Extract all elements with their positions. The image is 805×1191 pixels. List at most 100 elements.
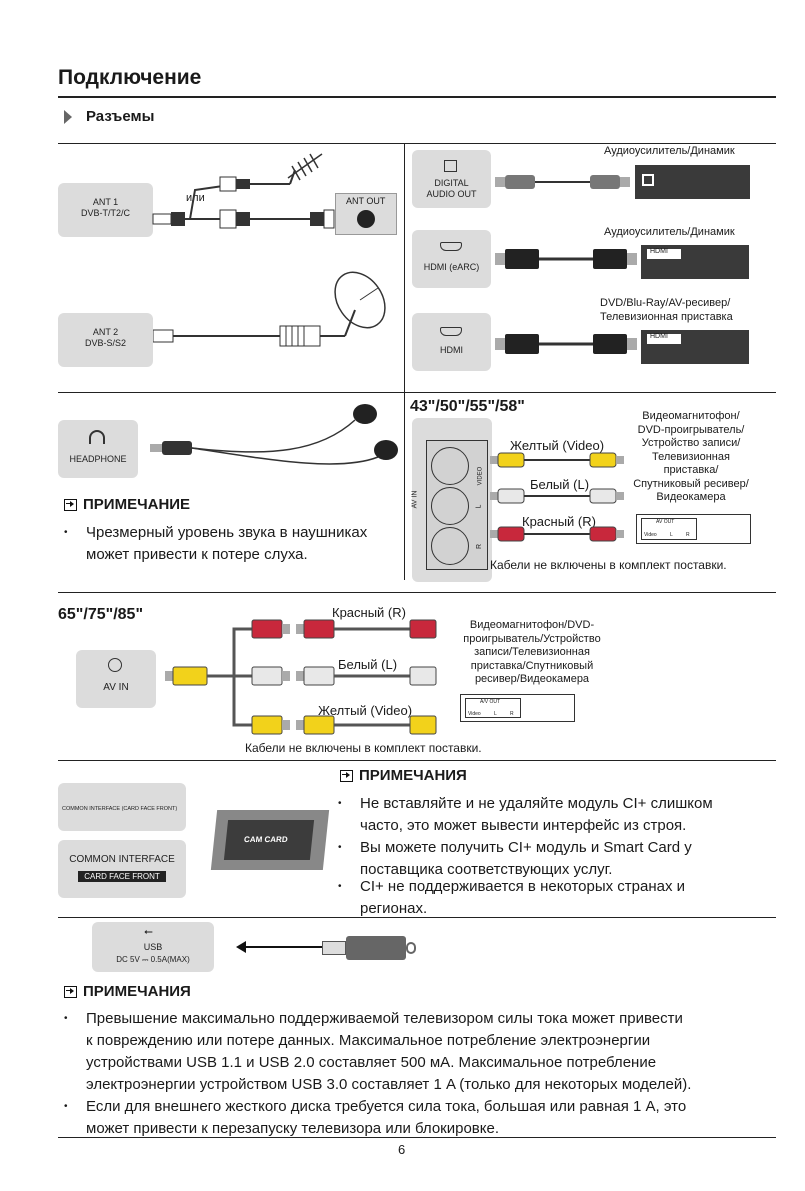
av-large-yellow-label: Желтый (Video) [318, 703, 413, 718]
av-small-l-label: L [475, 504, 483, 509]
note-icon [64, 498, 77, 511]
ci-note-item-2: • Вы можете получить CI+ модуль и Smart … [338, 837, 692, 881]
av-small-video-label: VIDEO [477, 466, 484, 486]
av-small-avout-label: AV OUT [656, 519, 675, 525]
or-label: или [186, 192, 205, 204]
hdmi-earc-cable [495, 245, 749, 279]
av-small-models: 43"/50"/55"/58" [410, 398, 525, 415]
av-small-device-text: Видеомагнитофон/ DVD-проигрыватель/ Устр… [626, 410, 756, 505]
bullet-dot: • [338, 798, 342, 809]
note-icon [340, 769, 353, 782]
av-large-port: AV IN [76, 650, 156, 708]
earphone-cable [150, 404, 398, 465]
av-large-device-text: Видеомагнитофон/DVD- проигрыватель/Устро… [448, 619, 616, 687]
usb-rating: DC 5V ⎓ 0.5A(MAX) [116, 955, 190, 964]
av-large-avout-l: L [494, 711, 497, 717]
ant-out-box: ANT OUT [335, 193, 397, 235]
usb-label: USB [143, 942, 163, 952]
av-large-jack-icon [108, 658, 122, 672]
usb-note-line: к повреждению или потере данных. Максима… [86, 1032, 651, 1049]
ci-note-line: поставщика соответствующих услуг. [360, 861, 613, 878]
headphone-note-item: • Чрезмерный уровень звука в наушниках м… [64, 522, 367, 566]
bullet-dot: • [338, 842, 342, 853]
ant2-line2: DVB-S/S2 [84, 338, 126, 348]
ci-slot-label: COMMON INTERFACE (CARD FACE FRONT) [62, 806, 178, 812]
cam-card-icon: CAM CARD [210, 810, 330, 870]
section-rule [58, 143, 776, 144]
av-small-avout-video: Video [644, 532, 657, 538]
cam-card-inner: CAM CARD [223, 820, 315, 860]
ci-slot-port: COMMON INTERFACE (CARD FACE FRONT) [58, 783, 186, 831]
av-small-device-line: Спутниковый ресивер/ [633, 477, 749, 490]
av-small-device-line: DVD-проигрыватель/ [637, 423, 745, 436]
bullet-dot: • [64, 527, 68, 538]
headphone-note-heading: ПРИМЕЧАНИЕ [83, 496, 191, 513]
block-rule-1 [58, 392, 776, 393]
usb-note-item-1: • Превышение максимально поддерживаемой … [64, 1008, 692, 1096]
block-rule-3 [58, 760, 776, 761]
ci-note-line: CI+ не поддерживается в некоторых страна… [360, 878, 686, 895]
av-large-device-line: записи/Телевизионная [474, 646, 590, 658]
av-small-device-line: Видеомагнитофон/ [642, 410, 740, 422]
ci-note-heading: ПРИМЕЧАНИЯ [359, 767, 467, 784]
av-large-avout-r: R [510, 711, 514, 717]
ant1-line1: ANT 1 [92, 197, 119, 207]
digital-line2: AUDIO OUT [426, 189, 477, 199]
av-small-r-label: R [476, 543, 484, 550]
ci-note-item-1: • Не вставляйте и не удаляйте модуль CI+… [338, 793, 713, 837]
hdmi-icon [440, 327, 462, 336]
av-small-yellow-label: Желтый (Video) [510, 438, 605, 453]
title-rule [58, 96, 776, 98]
footer-rule [58, 1137, 776, 1138]
usb-arrow-head-icon [236, 941, 246, 953]
av-large-cables [165, 619, 437, 735]
av-small-panel: VIDEO L R AV IN [411, 418, 492, 582]
av-large-port-label: AV IN [103, 682, 129, 693]
usb-note-line: электроэнергии устройством USB 3.0 соста… [86, 1076, 692, 1093]
ci-common-label: COMMON INTERFACE [69, 854, 175, 865]
ant2-port: ANT 2 DVB-S/S2 [58, 313, 153, 367]
hdmi-cable [495, 330, 749, 364]
ci-card-face-label: CARD FACE FRONT [78, 871, 166, 882]
av-small-avin-label: AV IN [411, 490, 419, 509]
av-small-jack-l [431, 487, 469, 525]
page-number: 6 [398, 1142, 406, 1157]
av-large-device-line: ресивер/Видеокамера [474, 673, 590, 685]
ci-note-title: ПРИМЕЧАНИЯ [340, 767, 467, 784]
av-small-white-label: Белый (L) [530, 477, 590, 492]
bullet-dot: • [338, 881, 342, 892]
section-title: Разъемы [86, 108, 155, 125]
top-divider [404, 143, 405, 580]
hdmi-earc-device-hdmi: HDMI [650, 248, 668, 255]
digital-device-label: Аудиоусилитель/Динамик [604, 145, 735, 157]
headphone-note-line2: может привести к потере слуха. [86, 546, 308, 563]
av-small-avout-panel: AV OUT Video L R [641, 518, 697, 540]
av-small-device-line: приставка/ [663, 464, 719, 476]
bullet-dot: • [64, 1013, 68, 1024]
av-large-device-line: проигрыватель/Устройство [463, 632, 601, 645]
av-large-device-line: приставка/Спутниковый [470, 659, 594, 672]
usb-port: ⭠ USB DC 5V ⎓ 0.5A(MAX) [92, 922, 214, 972]
usb-stick-icon [322, 936, 418, 960]
section-arrow-icon [64, 110, 72, 124]
digital-audio-port: DIGITAL AUDIO OUT [412, 150, 491, 208]
ci-note-line: часто, это может вывести интерфейс из ст… [360, 817, 687, 834]
hdmi-earc-device-label: Аудиоусилитель/Динамик [604, 226, 735, 238]
usb-note-line: может привести к перезапуску телевизора … [86, 1120, 500, 1137]
av-small-device-line: Устройство записи/ [641, 437, 741, 449]
av-small-cables [490, 452, 624, 542]
av-small-jack-r [431, 527, 469, 565]
antenna-diagram [152, 153, 386, 347]
bullet-dot: • [64, 1101, 68, 1112]
av-large-avout-label: A/V OUT [480, 699, 501, 705]
hdmi-device-line1: DVD/Blu-Ray/AV-ресивер/ [600, 297, 731, 309]
digital-line1: DIGITAL [434, 178, 469, 188]
av-large-avout-video: Video [468, 711, 481, 717]
headphone-port: HEADPHONE [58, 420, 138, 478]
usb-arrow [245, 946, 325, 948]
cam-card-label: CAM CARD [243, 835, 289, 844]
usb-icon: ⭠ [144, 926, 153, 938]
hdmi-device-line2: Телевизионная приставка [600, 311, 733, 323]
headphone-label: HEADPHONE [69, 454, 127, 464]
headphone-icon [89, 430, 105, 444]
